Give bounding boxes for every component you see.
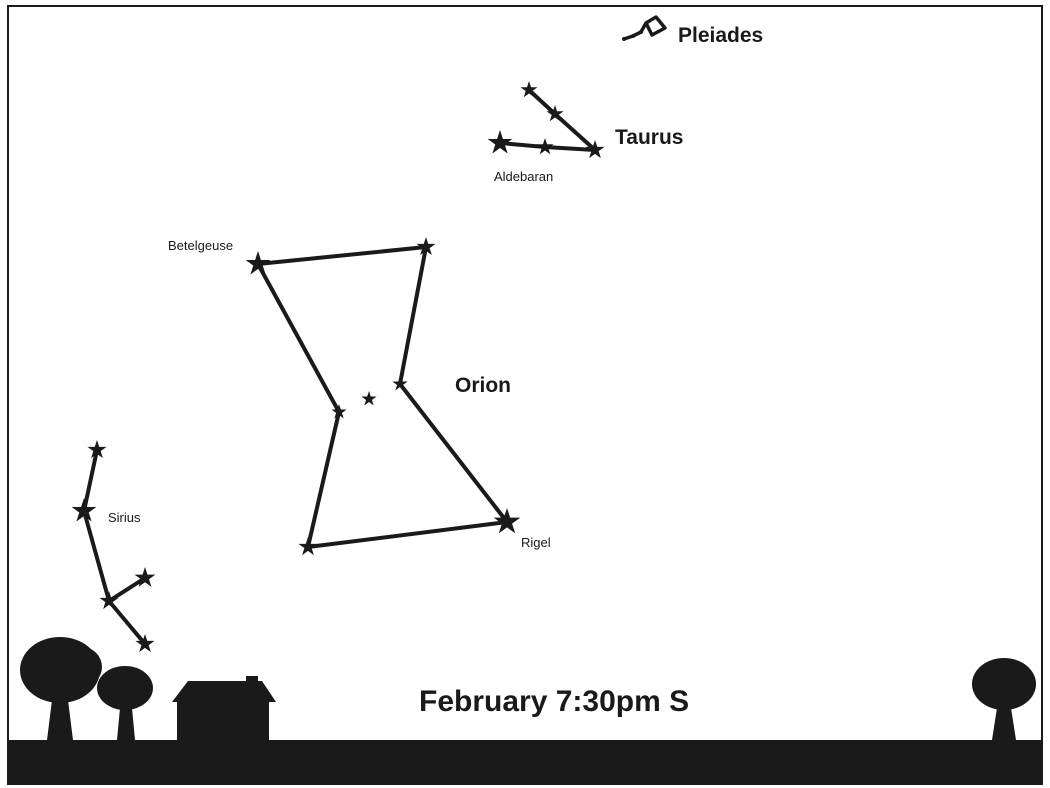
chart-frame [8,6,1042,784]
house-icon [172,676,276,740]
aldebaran-label: Aldebaran [494,169,553,184]
ground [9,740,1041,784]
pleiades-label: Pleiades [678,24,763,47]
rigel-label: Rigel [521,535,551,550]
date-time-direction-caption: February 7:30pm S [419,685,689,718]
orion-label: Orion [455,374,511,397]
betelgeuse-label: Betelgeuse [168,238,233,253]
sirius-label: Sirius [108,510,141,525]
taurus-label: Taurus [615,126,683,149]
